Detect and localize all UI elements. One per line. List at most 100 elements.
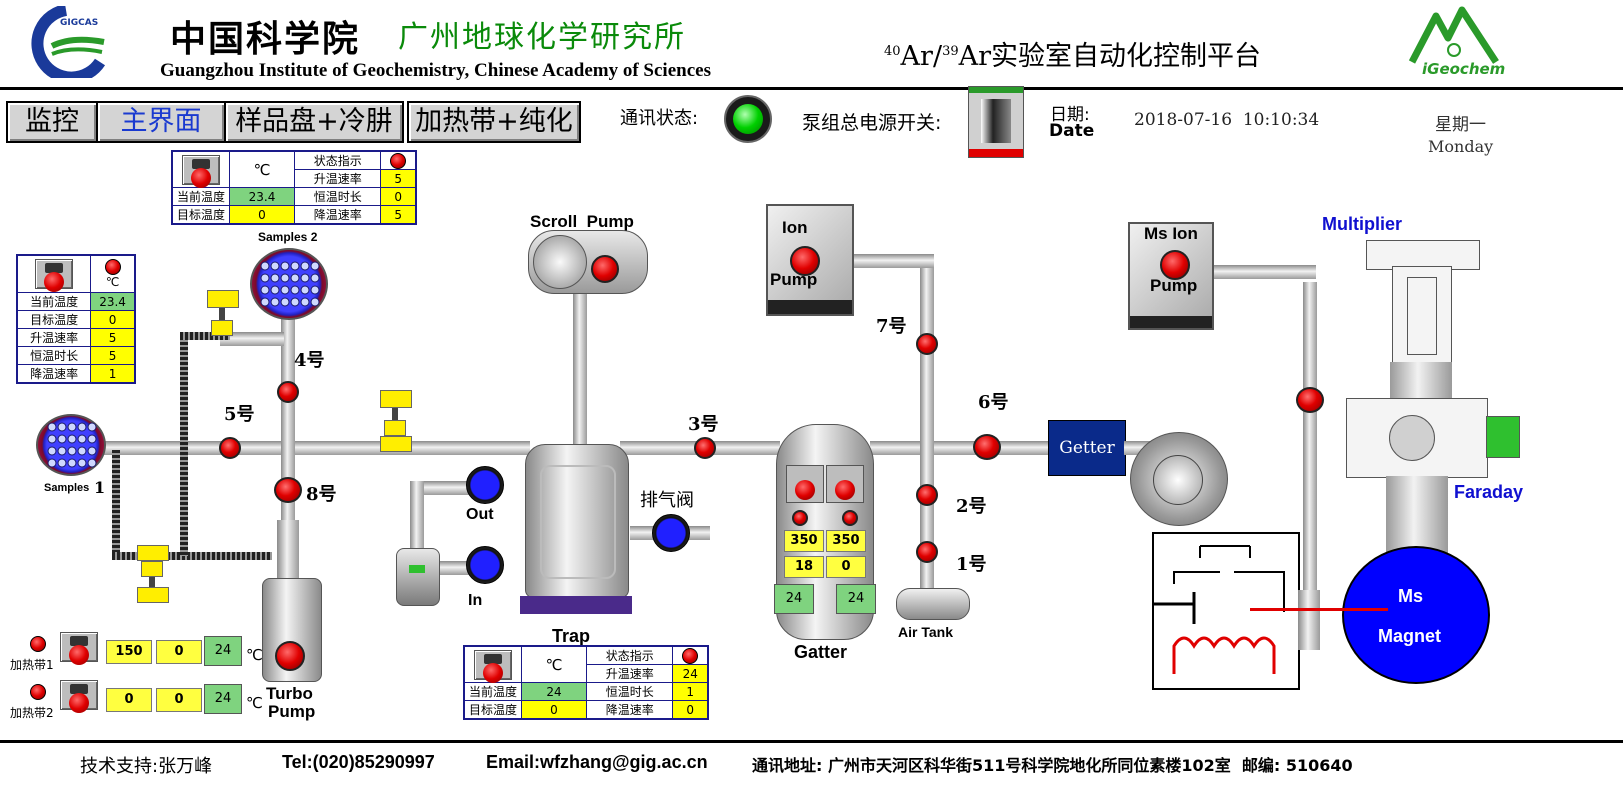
samples2-hold-value[interactable]: 0 xyxy=(380,187,417,206)
samples2-ramp-down-label: 降温速率 xyxy=(293,205,382,225)
samples2-heater-switch[interactable] xyxy=(182,154,220,188)
samples2-target-value[interactable]: 0 xyxy=(229,205,295,225)
heater-1-led xyxy=(30,636,46,652)
samples1-disk[interactable] xyxy=(36,414,106,476)
footer-email: Email:wfzhang@gig.ac.cn xyxy=(486,752,708,772)
gatter-temp-2: 350 xyxy=(826,530,866,552)
samples1-hold-value[interactable]: 5 xyxy=(90,346,136,365)
circulation-pump[interactable] xyxy=(396,548,440,606)
valve-7-label: 7号 xyxy=(876,316,907,337)
platform-ar-2: Ar实验室自动化控制平台 xyxy=(958,41,1262,72)
ms-magnet[interactable]: Ms Magnet xyxy=(1342,546,1490,684)
trap-current-label: 当前温度 xyxy=(463,682,522,701)
trap-target-value[interactable]: 0 xyxy=(521,700,587,720)
gig-title-en: Guangzhou Institute of Geochemistry, Chi… xyxy=(160,60,711,81)
trap-ramp-up-value[interactable]: 24 xyxy=(672,664,709,683)
samples2-status-led xyxy=(390,152,407,169)
nav-monitor[interactable]: 监控 xyxy=(6,101,98,143)
multiplier-column xyxy=(1390,362,1452,400)
valve-8[interactable] xyxy=(274,477,302,503)
heater-1-v2[interactable]: 0 xyxy=(156,640,202,664)
trap-ramp-down-label: 降温速率 xyxy=(585,700,674,720)
gatter-rate-1: 18 xyxy=(784,556,824,578)
platform-title: 40Ar/39Ar实验室自动化控制平台 xyxy=(884,34,1261,73)
nav-main[interactable]: 主界面 xyxy=(96,101,226,143)
exhaust-valve[interactable] xyxy=(652,514,690,552)
faraday-column xyxy=(1386,476,1448,556)
manual-valve-3[interactable] xyxy=(137,545,169,605)
heater-1-v1[interactable]: 150 xyxy=(106,640,152,664)
valve-2[interactable] xyxy=(916,484,938,506)
samples1-ramp-down-value[interactable]: 1 xyxy=(90,364,136,384)
samples1-heater-switch[interactable] xyxy=(35,259,74,292)
gatter-switch-1[interactable] xyxy=(786,465,824,503)
trap-hold-value[interactable]: 1 xyxy=(672,682,709,701)
samples1-hose-h xyxy=(112,552,272,560)
ion-source-housing xyxy=(1130,432,1228,526)
ion-pump-label-2: Pump xyxy=(770,270,818,289)
valve-8-label: 8号 xyxy=(306,484,337,505)
trap-label: Trap xyxy=(552,626,591,646)
footer-support: 技术支持:张万峰 xyxy=(80,756,213,777)
in-pipe xyxy=(430,561,470,575)
trap-target-label: 目标温度 xyxy=(463,700,522,720)
gatter-switch-2[interactable] xyxy=(826,465,864,503)
multiplier-body xyxy=(1392,266,1452,364)
turbo-pump[interactable] xyxy=(262,578,322,682)
manual-valve-2[interactable] xyxy=(380,390,412,456)
gatter-temp-1: 350 xyxy=(784,530,824,552)
heater-2-v1[interactable]: 0 xyxy=(106,688,152,712)
gatter-label: Gatter xyxy=(794,642,848,662)
valve-4[interactable] xyxy=(277,381,299,403)
trap-status-label: 状态指示 xyxy=(585,645,674,665)
valve-3-label: 3号 xyxy=(688,414,719,435)
ms-ion-pump[interactable] xyxy=(1128,222,1214,330)
heater-1-v3: 24 xyxy=(204,636,242,666)
samples1-ramp-up-value[interactable]: 5 xyxy=(90,328,136,347)
samples2-current-value: 23.4 xyxy=(229,187,295,206)
ion-pump[interactable] xyxy=(766,204,854,316)
samples2-ramp-up-value[interactable]: 5 xyxy=(380,169,417,188)
valve-1-label: 1号 xyxy=(956,554,987,575)
nav-heater-purify[interactable]: 加热带+纯化 xyxy=(407,101,581,143)
trap-heater-switch[interactable] xyxy=(474,649,512,683)
heater-1-switch[interactable] xyxy=(60,632,98,665)
scroll-pump[interactable] xyxy=(528,230,648,294)
heater-2-switch[interactable] xyxy=(60,680,98,713)
samples2-label: Samples 2 xyxy=(258,230,318,244)
out-pipe xyxy=(420,481,470,495)
trap-ramp-down-value[interactable]: 0 xyxy=(672,700,709,720)
out-valve[interactable] xyxy=(466,466,504,504)
samples2-hold-label: 恒温时长 xyxy=(293,187,382,206)
valve-7[interactable] xyxy=(916,333,938,355)
weekday-cn: 星期一 xyxy=(1435,115,1486,135)
turbo-label-2: Pump xyxy=(268,702,316,721)
valve-6[interactable] xyxy=(973,434,1001,460)
samples1-target-value[interactable]: 0 xyxy=(90,310,136,329)
valve-5[interactable] xyxy=(219,437,241,459)
cas-title-cn: 中国科学院 xyxy=(170,18,361,60)
trap-vessel[interactable] xyxy=(525,444,629,598)
samples1-hose xyxy=(112,450,120,560)
ms-magnet-label-1: Ms xyxy=(1398,586,1424,606)
pump-power-switch[interactable] xyxy=(968,86,1024,158)
date-label-cn: 日期: xyxy=(1050,105,1090,125)
heater-2-row: 加热带2 0 0 24 ℃ xyxy=(8,680,268,722)
samples1-current-value: 23.4 xyxy=(90,292,136,311)
heater-2-v2[interactable]: 0 xyxy=(156,688,202,712)
valve-3[interactable] xyxy=(694,437,716,459)
pump-power-label: 泵组总电源开关: xyxy=(802,112,942,134)
manual-valve-1[interactable] xyxy=(207,290,239,340)
main-pipe-right xyxy=(870,441,1050,455)
igeochem-logo-text: iGeochem xyxy=(1422,60,1506,78)
samples2-ramp-down-value[interactable]: 5 xyxy=(380,205,417,225)
faraday-port xyxy=(1486,416,1520,458)
igeochem-logo: iGeochem xyxy=(1408,4,1505,78)
in-valve[interactable] xyxy=(466,546,504,584)
getter-box[interactable]: Getter xyxy=(1048,420,1126,476)
ms-ion-valve[interactable] xyxy=(1296,387,1324,413)
samples2-disk[interactable] xyxy=(250,248,328,320)
valve-1[interactable] xyxy=(916,541,938,563)
heater-1-unit: ℃ xyxy=(246,646,263,664)
nav-sample-trap[interactable]: 样品盘+冷肼 xyxy=(224,101,404,143)
